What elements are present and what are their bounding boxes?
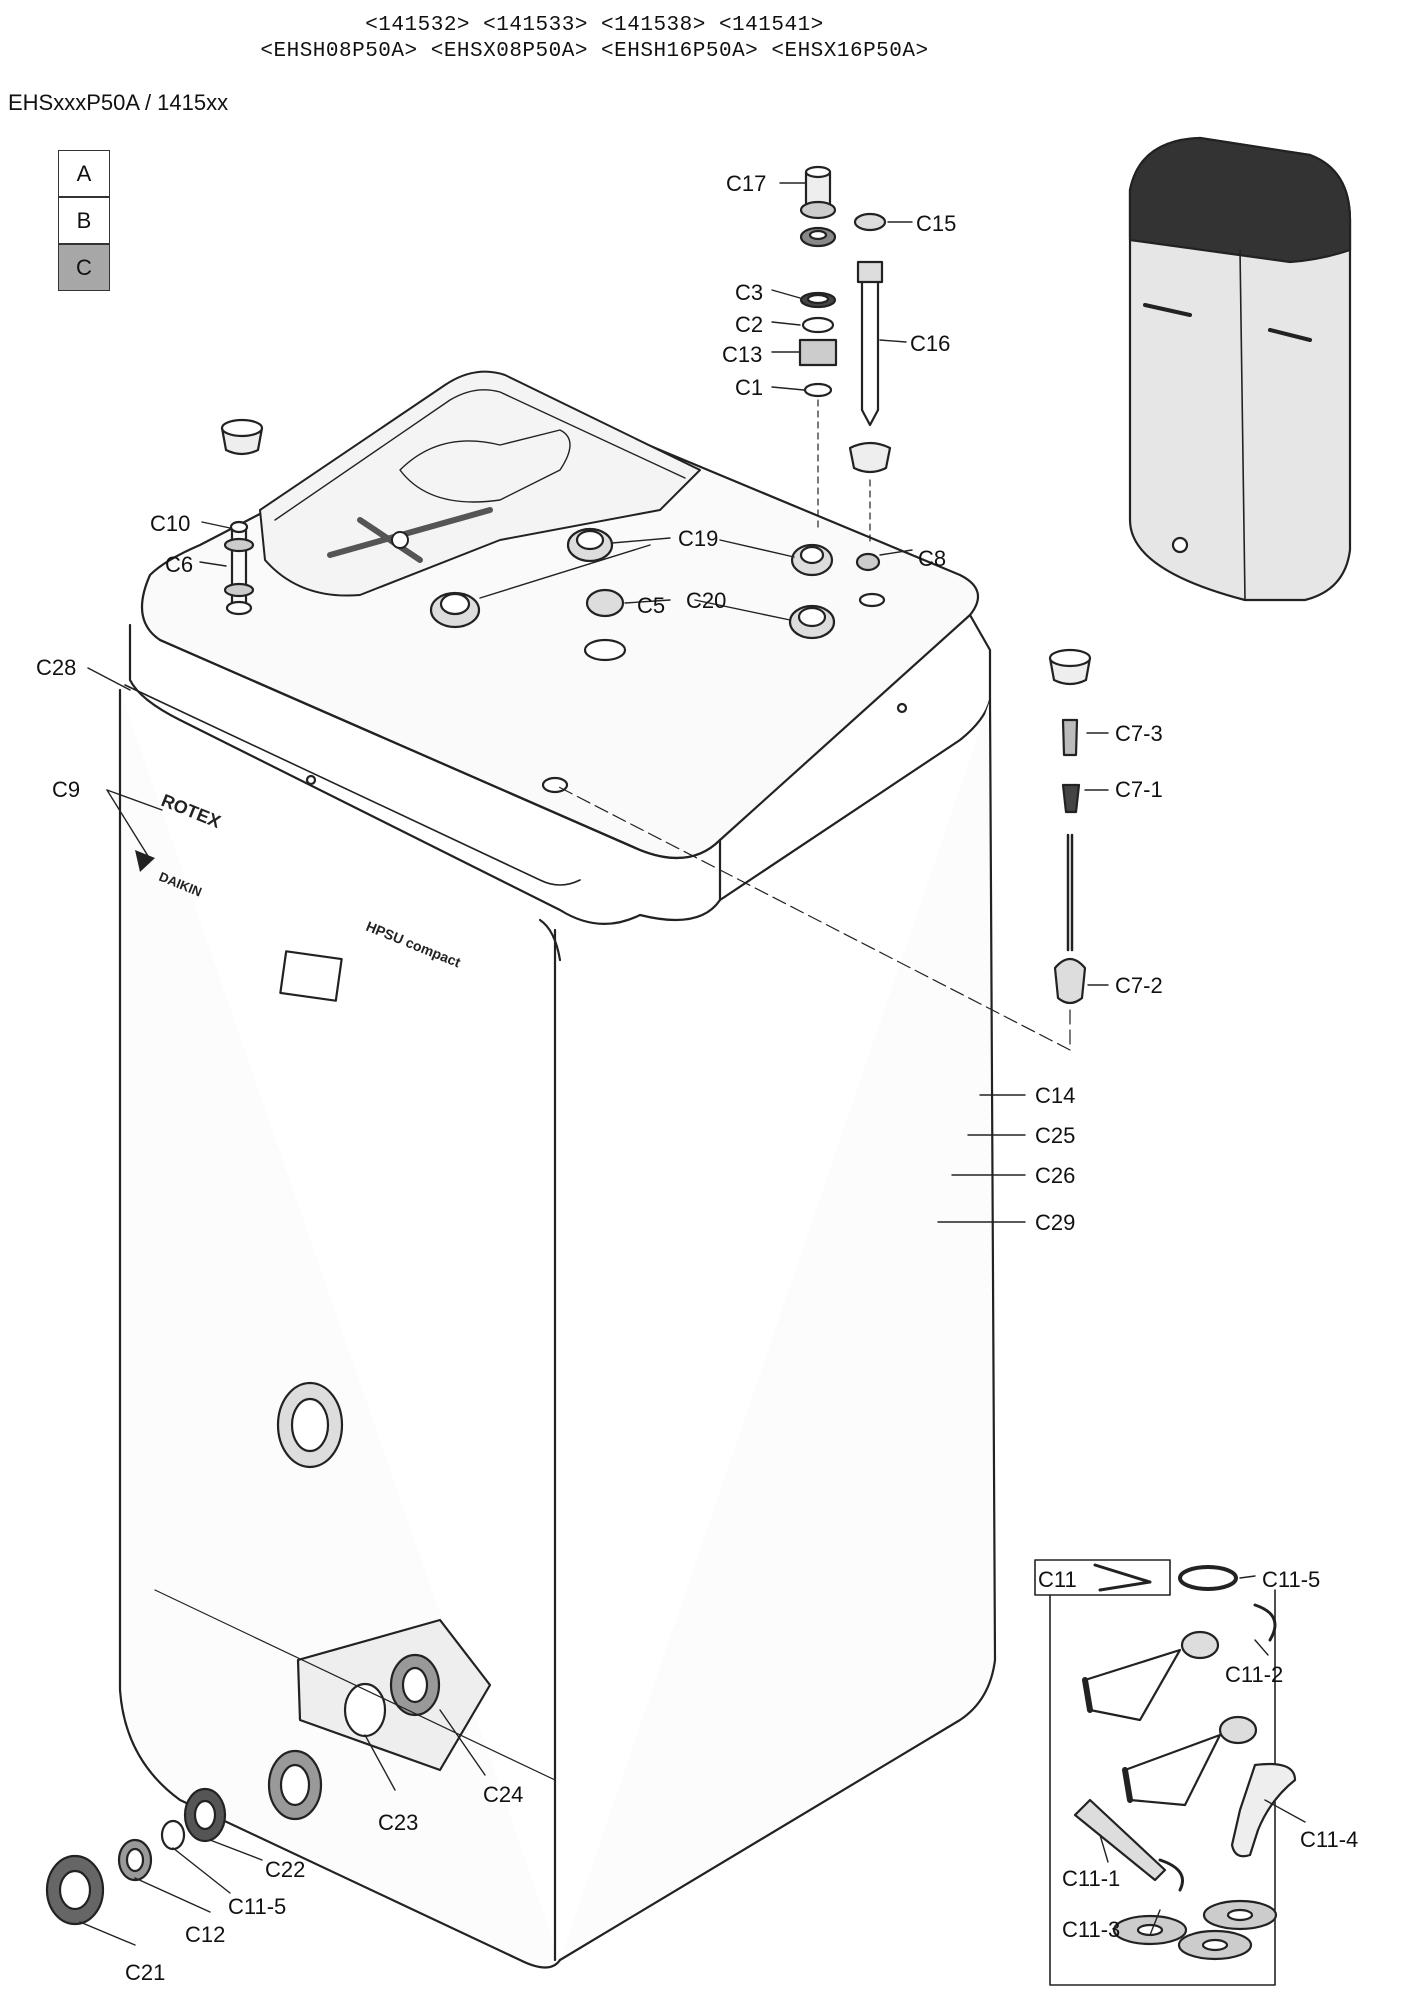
label-c19: C19 (678, 526, 718, 551)
part-labels: C17 C15 C3 C2 C13 C1 C16 C10 C6 C19 C8 C… (36, 171, 1358, 1985)
kit-box (1034, 1559, 1297, 1986)
label-c12: C12 (185, 1922, 225, 1947)
label-c11-5-bottom: C11-5 (228, 1894, 286, 1919)
body-openings (154, 950, 556, 1821)
bottom-parts (45, 1787, 227, 1926)
label-c5: C5 (637, 593, 665, 618)
tank-body (118, 394, 997, 1969)
label-c2: C2 (735, 312, 763, 337)
model-codes: <EHSH08P50A> <EHSX08P50A> <EHSH16P50A> <… (260, 40, 929, 63)
label-c14: C14 (1035, 1083, 1075, 1108)
label-c17: C17 (726, 171, 766, 196)
lid-recess (259, 370, 701, 597)
label-c11-2: C11-2 (1225, 1662, 1283, 1687)
label-c11: C11 (1038, 1567, 1077, 1592)
label-c11-5-kit: C11-5 (1262, 1567, 1320, 1592)
daikin-logo-icon (135, 850, 155, 872)
series-label: EHSxxxP50A / 1415xx (8, 90, 229, 115)
label-c29: C29 (1035, 1210, 1075, 1235)
label-c7-2: C7-2 (1115, 973, 1163, 998)
label-c7-1: C7-1 (1115, 777, 1163, 802)
label-c23: C23 (378, 1810, 418, 1835)
legend-box-a: A (58, 150, 110, 197)
label-c16: C16 (910, 331, 950, 356)
leader-lines (79, 182, 1306, 1946)
label-c10: C10 (150, 511, 190, 536)
label-c24: C24 (483, 1782, 523, 1807)
label-c25: C25 (1035, 1123, 1075, 1148)
label-c28: C28 (36, 655, 76, 680)
label-c11-3: C11-3 (1062, 1917, 1120, 1942)
model-numbers: <141532> <141533> <141538> <141541> (365, 14, 824, 37)
label-c13: C13 (722, 342, 762, 367)
label-c11-1: C11-1 (1062, 1866, 1120, 1891)
stack-parts (798, 165, 892, 546)
label-c3: C3 (735, 280, 763, 305)
label-c26: C26 (1035, 1163, 1075, 1188)
label-c11-4: C11-4 (1300, 1827, 1358, 1852)
label-c22: C22 (265, 1857, 305, 1882)
label-c6: C6 (165, 552, 193, 577)
brand-product: HPSU compact (364, 918, 463, 971)
label-c7-3: C7-3 (1115, 721, 1163, 746)
label-c1: C1 (735, 375, 763, 400)
label-c8: C8 (918, 546, 946, 571)
label-c9: C9 (52, 777, 80, 802)
inset-isometric (1128, 136, 1352, 602)
brand-rotex: ROTEX (159, 790, 224, 832)
legend-box-c: C (58, 244, 110, 291)
top-fittings (220, 418, 908, 794)
label-c20: C20 (686, 588, 726, 613)
label-c21: C21 (125, 1960, 165, 1985)
legend-box-b: B (58, 197, 110, 244)
sensor-assembly (554, 648, 1092, 1051)
label-c15: C15 (916, 211, 956, 236)
